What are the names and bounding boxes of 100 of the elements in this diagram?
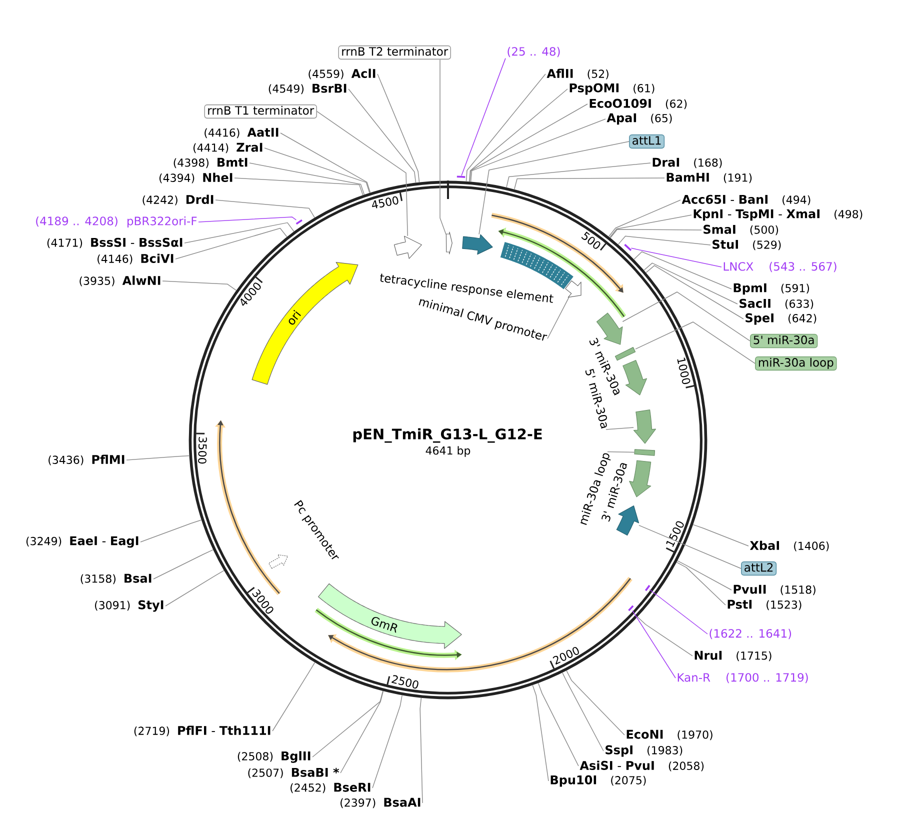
- site-label: (4549) BsrBI: [268, 84, 346, 94]
- leader-line: [607, 451, 635, 453]
- scale-label: 3500: [198, 437, 207, 464]
- scale-label: 1000: [677, 358, 690, 384]
- site-label: (2397) BsaAI: [340, 798, 420, 808]
- primer-mark: [624, 244, 632, 252]
- site-label: NruI (1715): [694, 650, 772, 662]
- leader-line: [630, 248, 722, 268]
- scale-label: 4500: [372, 196, 398, 208]
- leader-line: [377, 74, 420, 183]
- label-box: attL2: [741, 561, 777, 576]
- leader-line: [514, 178, 665, 190]
- site-label: (4398) BmtI: [174, 158, 248, 168]
- leader-line: [606, 427, 634, 430]
- leader-line: [532, 684, 549, 782]
- feature-shape: [446, 232, 452, 254]
- site-label: XbaI (1406): [750, 540, 829, 552]
- leader-line: [126, 455, 190, 460]
- site-label: (2452) BseRI: [290, 782, 370, 794]
- primer-mark: [644, 584, 650, 592]
- leader-line: [638, 524, 742, 569]
- leader-line: [610, 214, 692, 238]
- leader-line: [478, 141, 630, 235]
- leader-line: [440, 59, 446, 235]
- scale-label: 500: [581, 232, 600, 249]
- leader-line: [562, 672, 604, 752]
- site-label: SspI (1983): [606, 745, 682, 757]
- site-label: (3091) StyI: [95, 600, 164, 612]
- leader-line: [469, 104, 588, 182]
- primer-label: LNCX (543 .. 567): [724, 262, 836, 272]
- site-label: (4146) BciVI: [98, 254, 174, 264]
- leader-line: [348, 88, 416, 183]
- primer-label: Kan-R (1700 .. 1719): [678, 672, 808, 684]
- leader-line: [264, 148, 370, 194]
- primer-label: (4189 .. 4208) pBR322ori-F: [36, 216, 197, 228]
- leader-line: [608, 200, 681, 237]
- label-box: attL1: [629, 134, 665, 149]
- scale-label: 1500: [666, 521, 684, 547]
- leader-line: [280, 132, 371, 193]
- label-box: rrnB T2 terminator: [338, 45, 451, 60]
- site-label: (2719) PflFI - Tth111I: [134, 726, 270, 736]
- site-label: (4559) AclI: [308, 68, 376, 80]
- scale-label: 2000: [552, 646, 579, 665]
- site-label: SmaI (500): [704, 224, 778, 236]
- leader-line: [312, 690, 384, 758]
- site-label: BamHI (191): [666, 172, 752, 184]
- primer-mark: [456, 176, 466, 178]
- leader-line: [644, 262, 738, 304]
- primer-mark: [296, 219, 302, 225]
- site-label: (4414) ZraI: [193, 142, 262, 154]
- leader-line: [470, 118, 606, 182]
- leader-line: [165, 570, 224, 606]
- leader-line: [622, 292, 750, 342]
- site-label: DraI (168): [652, 158, 722, 168]
- site-label: (2507) BsaBI *: [248, 768, 340, 778]
- leader-line: [184, 222, 294, 244]
- leader-line: [316, 111, 408, 236]
- site-label: KpnI - TspMI - XmaI (498): [694, 209, 862, 221]
- leader-line: [140, 520, 202, 542]
- leader-line: [649, 589, 708, 634]
- site-label: AsiSI - PvuI (2058): [580, 760, 704, 772]
- label-box: miR-30a loop: [755, 356, 837, 371]
- leader-line: [372, 694, 402, 788]
- leader-line: [618, 236, 711, 246]
- feature-bar: [634, 449, 656, 456]
- label-box: rrnB T1 terminator: [204, 104, 317, 119]
- site-label: PvuII (1518): [734, 584, 816, 596]
- feature-shape: [394, 236, 422, 259]
- site-label: SacII (633): [740, 298, 814, 310]
- site-label: (2508) BglII: [238, 751, 310, 763]
- leader-line: [153, 549, 214, 580]
- leader-line: [632, 610, 676, 678]
- leader-line: [677, 560, 732, 590]
- site-label: StuI (529): [712, 240, 781, 250]
- site-label: (4416) AatII: [204, 128, 278, 138]
- leader-line: [461, 58, 506, 176]
- leader-line: [634, 251, 732, 290]
- leader-line: [692, 524, 749, 546]
- leader-line: [469, 88, 568, 182]
- primer-label: (25 .. 48): [508, 46, 560, 58]
- scale-label: 2500: [391, 675, 418, 689]
- label-box: 5' miR-30a: [750, 334, 818, 348]
- leader-line: [635, 322, 756, 364]
- leader-line: [506, 162, 651, 188]
- site-label: (3158) BsaI: [80, 574, 152, 584]
- leader-line: [234, 178, 364, 196]
- leader-line: [538, 682, 579, 766]
- leader-line: [340, 690, 384, 774]
- site-label: (3935) AlwNI: [80, 276, 160, 286]
- site-label: (4242) DrdI: [142, 194, 214, 206]
- leader-line: [272, 662, 316, 732]
- site-label: (4171) BssSI - BssSαI: [47, 238, 182, 248]
- leader-line: [547, 297, 570, 339]
- site-label: Bpu10I (2075): [550, 775, 646, 787]
- leader-line: [676, 562, 726, 606]
- site-label: ApaI (65): [606, 113, 672, 125]
- leader-line: [420, 698, 423, 804]
- site-label: (3249) EaeI - EagI: [26, 536, 138, 548]
- site-label: EcoO109I (62): [590, 98, 687, 110]
- site-label: (3436) PflMI: [48, 454, 124, 466]
